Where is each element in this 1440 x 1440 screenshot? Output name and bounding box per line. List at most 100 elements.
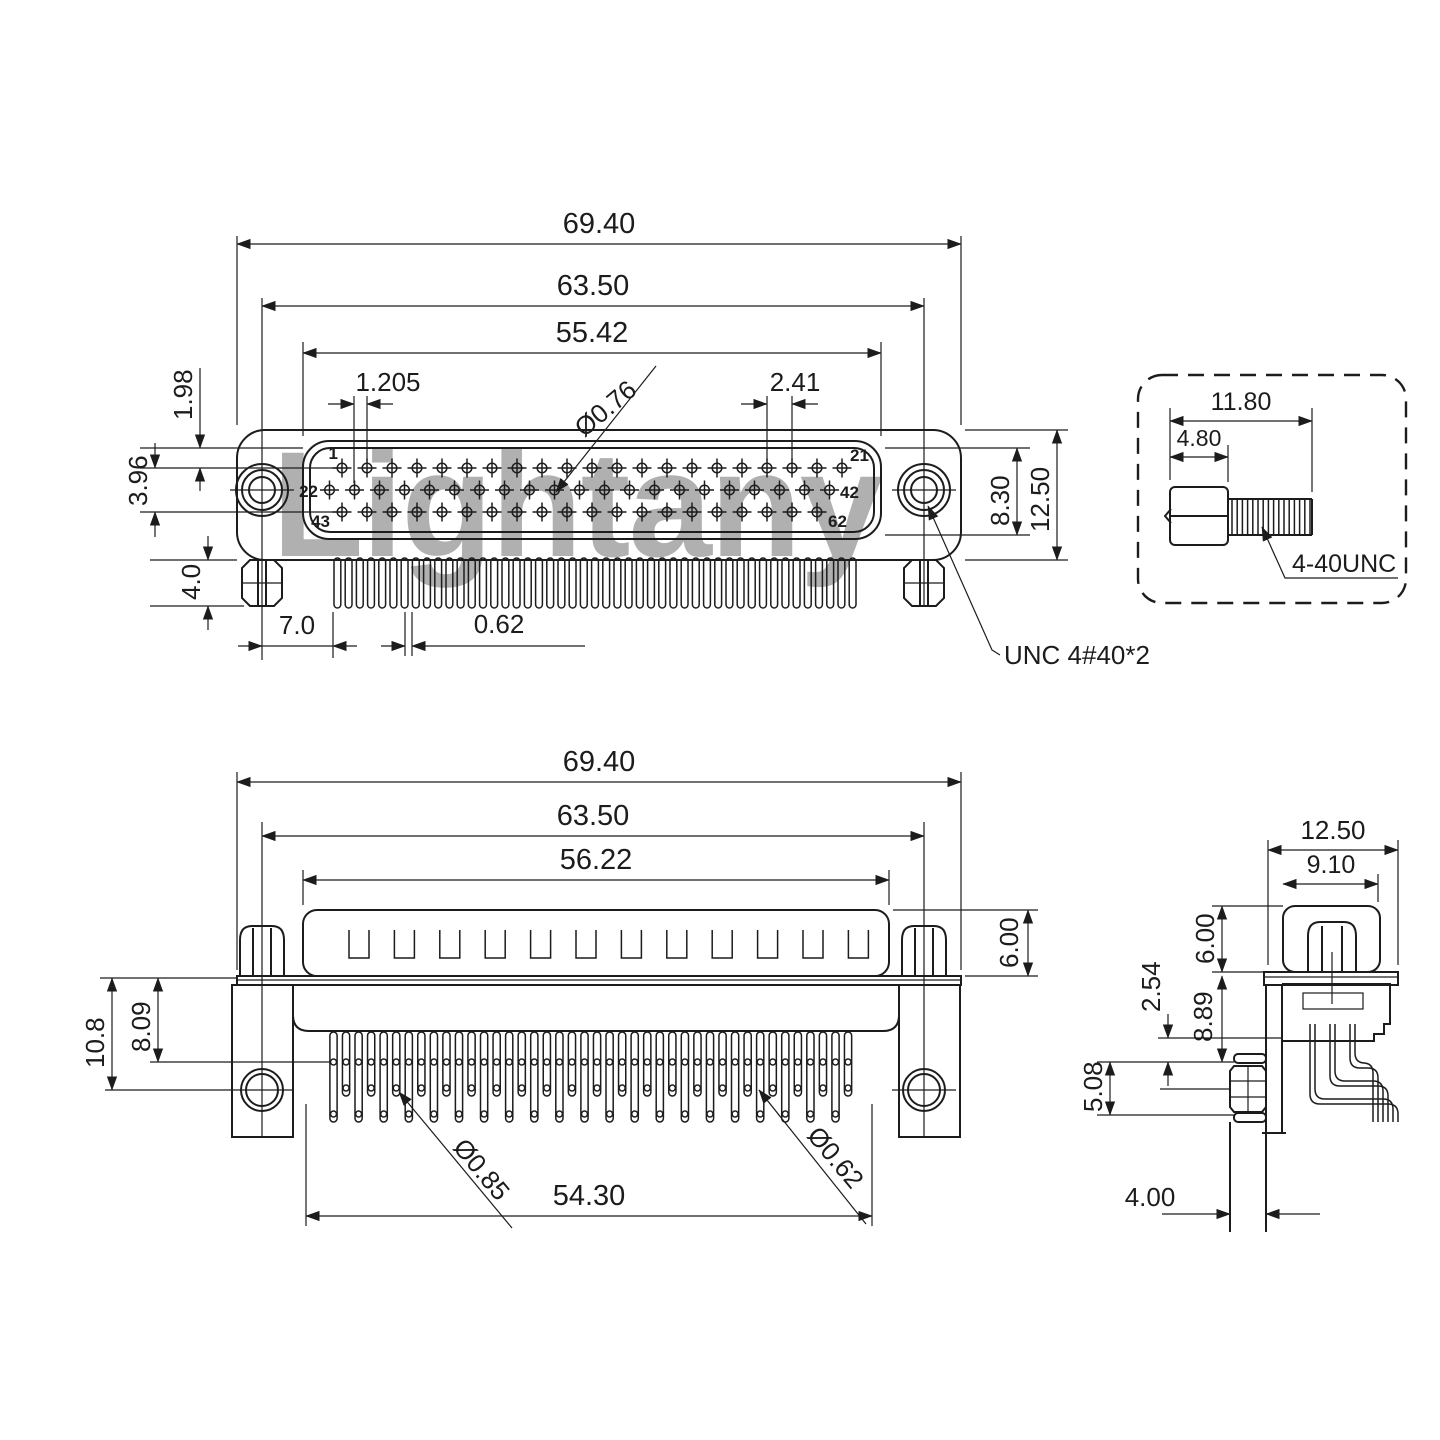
rear-pin <box>329 1031 338 1123</box>
rear-pin-hole <box>392 1058 400 1066</box>
rear-wafer-slot <box>802 930 824 959</box>
pin-label-42: 42 <box>840 483 859 502</box>
side-bent-pin <box>1349 1024 1379 1122</box>
front-dim-first-pin-offset: 7.0 <box>279 610 315 640</box>
rear-pin <box>831 1031 840 1123</box>
side-bent-pin <box>1334 1024 1384 1122</box>
rear-pin-tip-hole <box>467 1084 476 1092</box>
side-body-recess <box>1302 992 1364 1010</box>
front-tail-pin <box>400 557 409 609</box>
front-tail-pin <box>378 557 387 609</box>
rear-pin-tip-hole <box>668 1084 677 1092</box>
rear-pin <box>580 1031 589 1123</box>
rear-pin-hole <box>831 1058 840 1066</box>
rear-pin-hole <box>580 1058 589 1066</box>
front-tail-pin <box>501 557 510 609</box>
front-tail-pin <box>512 557 521 609</box>
front-dim-row-span: 3.96 <box>123 455 153 506</box>
rear-pin-hole <box>618 1058 626 1066</box>
rear-pin <box>429 1031 439 1123</box>
rear-pin <box>517 1031 527 1097</box>
rear-pin-hole <box>455 1058 463 1066</box>
rear-pin <box>718 1031 727 1097</box>
pin-label-43: 43 <box>311 512 330 531</box>
front-tail-pin <box>747 557 756 609</box>
rear-dim-mount-spacing: 63.50 <box>557 800 630 832</box>
rear-pin-tip-hole <box>555 1110 564 1118</box>
front-tail-pin <box>736 557 745 609</box>
front-tail-pin <box>467 557 476 609</box>
rear-wafer-slot <box>348 930 370 959</box>
front-view: 69.40 63.50 55.42 1.205 2.41 Ø0.76 1.98 … <box>123 208 1150 670</box>
side-bent-pin <box>1314 1024 1394 1122</box>
rear-dim-body-height: 6.00 <box>994 917 1024 968</box>
front-dshell-inner <box>309 447 875 533</box>
rear-pin-tip-hole <box>354 1110 363 1118</box>
side-clinch-nut <box>1229 1065 1267 1113</box>
front-dim-pin-pitch: 2.41 <box>770 367 821 397</box>
rear-pin-tip-hole <box>756 1110 764 1118</box>
rear-pin-hole <box>379 1058 388 1066</box>
rear-pin-tip-hole <box>417 1084 426 1092</box>
inset-border <box>1136 373 1408 605</box>
rear-pin <box>454 1031 464 1123</box>
rear-pin-hole <box>467 1058 476 1066</box>
rear-pin <box>843 1031 853 1097</box>
rear-wafer-slot <box>756 930 779 959</box>
rear-pin-hole <box>681 1058 689 1066</box>
rear-wafer-slot <box>393 930 416 959</box>
rear-pin-hole <box>630 1058 639 1066</box>
front-tail-pin <box>725 557 734 609</box>
front-tail-pin <box>422 557 432 609</box>
rear-pin-tip-hole <box>518 1084 526 1092</box>
front-tail-pin <box>691 557 700 609</box>
rear-pin-hole <box>492 1058 501 1066</box>
front-tail-pin <box>624 557 633 609</box>
rear-lower-shell <box>292 985 900 1032</box>
rear-pin <box>793 1031 803 1097</box>
rear-wafer-slot <box>711 930 733 959</box>
rear-pin <box>404 1031 414 1123</box>
side-dim-body-drop: 8.89 <box>1188 991 1218 1042</box>
rear-pin-hole <box>480 1058 488 1066</box>
side-retention-tab-bottom <box>1233 1112 1267 1123</box>
rear-pin <box>542 1031 552 1097</box>
rear-pin <box>555 1031 564 1123</box>
rear-pin-tip-hole <box>693 1084 702 1092</box>
front-tail-pin <box>478 557 488 609</box>
front-tail-pin <box>568 557 577 609</box>
rear-wafer-slot <box>575 930 597 959</box>
rear-pin-tip-hole <box>630 1110 639 1118</box>
side-dim-shell-height: 6.00 <box>1190 913 1220 964</box>
front-dim-row-offset: 1.205 <box>355 367 420 397</box>
pin-label-21: 21 <box>850 446 869 465</box>
rear-pin-hole <box>781 1058 790 1066</box>
front-tail-pin <box>333 557 342 609</box>
rear-dim-pin-tip-dia: Ø0.62 <box>801 1121 870 1195</box>
rear-dim-hole-offset: 8.09 <box>126 1001 156 1052</box>
rear-pin-hole <box>442 1058 451 1066</box>
rear-pin-tip-hole <box>492 1084 501 1092</box>
front-tail-pin <box>803 557 812 609</box>
front-tail-pin <box>646 557 656 609</box>
rear-pin <box>366 1031 376 1097</box>
rear-pin-hole <box>543 1058 551 1066</box>
rear-pin-tip-hole <box>731 1110 739 1118</box>
leader-line <box>758 1089 867 1225</box>
rear-pin <box>341 1031 351 1097</box>
rear-pin-hole <box>756 1058 764 1066</box>
front-dim-row-pitch: 1.98 <box>168 369 198 420</box>
rear-pin-tip-hole <box>530 1110 539 1118</box>
side-dim-tail-width: 4.00 <box>1125 1182 1176 1212</box>
rear-pin <box>655 1031 665 1123</box>
rear-pin <box>391 1031 401 1097</box>
rear-pin-hole <box>593 1058 601 1066</box>
rear-pin-hole <box>656 1058 664 1066</box>
rear-pin-tip-hole <box>455 1110 463 1118</box>
front-tail-pin <box>781 557 790 609</box>
rear-pin-hole <box>844 1058 852 1066</box>
rear-pin-tip-hole <box>706 1110 714 1118</box>
front-tail-pin <box>411 557 420 609</box>
rear-pin-hole <box>706 1058 714 1066</box>
rear-pin-tip-hole <box>480 1110 488 1118</box>
